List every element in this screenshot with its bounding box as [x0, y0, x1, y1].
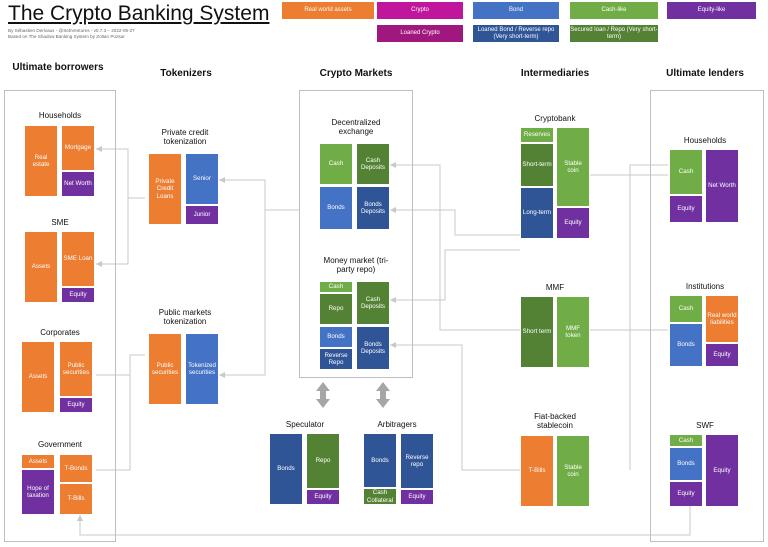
crypto-markets-frame	[299, 90, 413, 378]
households-lender-label: Households	[683, 136, 727, 145]
header-ultimate-borrowers: Ultimate borrowers	[12, 62, 104, 73]
institutions-real-world-liabilities-box: Real world liabilities	[706, 296, 738, 342]
fiat-t-bills-box: T-Bills	[521, 436, 553, 506]
dex-label: Decentralized exchange	[331, 118, 381, 137]
gov-t-bills-box: T-Bills	[60, 484, 92, 514]
dex-cash-box: Cash	[320, 144, 352, 184]
lender-households-equity-box: Equity	[670, 196, 702, 222]
hope-of-taxation-box: Hope of taxation	[22, 470, 54, 514]
sme-loan-box: SME Loan	[62, 232, 94, 286]
cryptobank-equity-box: Equity	[557, 208, 589, 238]
dex-bonds-deposits-box: Bonds Deposits	[357, 187, 389, 229]
header-ultimate-lenders: Ultimate lenders	[666, 68, 744, 79]
legend-crypto: Crypto	[377, 2, 463, 19]
t-bonds-box: T-Bonds	[60, 455, 92, 482]
borrowers-frame	[4, 90, 116, 542]
lenders-frame	[650, 90, 764, 542]
junior-tranche-box: Junior	[186, 206, 218, 224]
speculator-equity-box: Equity	[307, 490, 339, 504]
arbitragers-label: Arbitragers	[377, 420, 417, 429]
corporates-public-securities-box: Public securities	[60, 342, 92, 396]
mortgage-box: Mortgage	[62, 126, 94, 170]
speculator-bonds-box: Bonds	[270, 434, 302, 504]
swf-cash-box: Cash	[670, 435, 702, 446]
government-label: Government	[37, 440, 83, 449]
sme-label: SME	[51, 218, 69, 227]
arbitragers-reverse-repo-box: Reverse repo	[401, 434, 433, 488]
tokenized-securities-box: Tokenized securities	[186, 334, 218, 404]
speculator-label: Speculator	[285, 420, 325, 429]
mmf-token-box: MMF token	[557, 297, 589, 367]
arbitragers-equity-box: Equity	[401, 490, 433, 504]
public-markets-tokenization-label: Public markets tokenization	[158, 308, 212, 327]
swf-equity-right-box: Equity	[706, 435, 738, 506]
mmf-short-term-box: Short term	[521, 297, 553, 367]
mmf-label: MMF	[545, 283, 565, 292]
corporates-equity-box: Equity	[60, 398, 92, 412]
corporates-assets-box: Assets	[22, 342, 54, 412]
cryptobank-long-term-box: Long-term	[521, 188, 553, 238]
cryptobank-reserves-box: Reserves	[521, 128, 553, 142]
header-crypto-markets: Crypto Markets	[319, 68, 393, 79]
institutions-equity-box: Equity	[706, 344, 738, 366]
dex-cash-deposits-box: Cash Deposits	[357, 144, 389, 184]
cryptobank-label: Cryptobank	[534, 114, 576, 123]
legend-cash-like: Cash-like	[570, 2, 658, 19]
private-credit-loans-box: Private Credit Loans	[149, 154, 181, 224]
public-securities-box: Public securities	[149, 334, 181, 404]
credit-line-1: By Sébastien Derivaux - @SebVentures - v…	[8, 28, 135, 33]
mm-bonds-deposits-box: Bonds Deposits	[357, 327, 389, 369]
real-estate-box: Real estate	[25, 126, 57, 196]
mm-bonds-box: Bonds	[320, 327, 352, 347]
legend-real-world: Real world assets	[282, 2, 374, 19]
lender-households-cash-box: Cash	[670, 150, 702, 194]
institutions-cash-box: Cash	[670, 296, 702, 322]
swf-equity-left-box: Equity	[670, 482, 702, 506]
legend-equity-like: Equity-like	[667, 2, 756, 19]
swf-label: SWF	[696, 421, 714, 430]
cryptobank-stable-coin-box: Stable coin	[557, 128, 589, 206]
header-tokenizers: Tokenizers	[160, 68, 212, 79]
speculator-repo-box: Repo	[307, 434, 339, 488]
legend-loaned-bond: Loaned Bond / Reverse repo (Very short-t…	[473, 25, 559, 42]
legend-loaned-crypto: Loaned Crypto	[377, 25, 463, 42]
legend-bond: Bond	[473, 2, 559, 19]
arbitragers-cash-collateral-box: Cash Collateral	[364, 489, 396, 504]
mm-reverse-repo-box: Reverse Repo	[320, 349, 352, 369]
corporates-label: Corporates	[40, 328, 80, 337]
money-market-label: Money market (tri-party repo)	[323, 256, 389, 275]
legend-secured-loan: Secured loan / Repo (Very short-term)	[570, 25, 658, 42]
private-credit-tokenization-label: Private credit tokenization	[161, 128, 209, 147]
sme-equity-box: Equity	[62, 288, 94, 302]
fiat-backed-stablecoin-label: Fiat-backed stablecoin	[534, 412, 576, 431]
credit-line-2: Based on The Shadow Banking System by Zo…	[8, 34, 125, 39]
institutions-bonds-box: Bonds	[670, 324, 702, 366]
page-title: The Crypto Banking System	[8, 2, 270, 25]
fiat-stable-coin-box: Stable coin	[557, 436, 589, 506]
lender-households-net-worth-box: Net Worth	[706, 150, 738, 222]
senior-tranche-box: Senior	[186, 154, 218, 204]
mm-repo-box: Repo	[320, 294, 352, 324]
header-intermediaries: Intermediaries	[520, 68, 590, 79]
dex-bonds-box: Bonds	[320, 187, 352, 229]
cryptobank-short-term-box: Short-term	[521, 144, 553, 186]
household-net-worth-box: Net Worth	[62, 172, 94, 196]
swf-bonds-box: Bonds	[670, 448, 702, 480]
households-borrower-label: Households	[38, 111, 82, 120]
arbitragers-bonds-box: Bonds	[364, 434, 396, 487]
government-assets-box: Assets	[22, 455, 54, 468]
mm-cash-deposits-box: Cash Deposits	[357, 282, 389, 324]
mm-cash-box: Cash	[320, 282, 352, 292]
sme-assets-box: Assets	[25, 232, 57, 302]
institutions-label: Institutions	[685, 282, 725, 291]
